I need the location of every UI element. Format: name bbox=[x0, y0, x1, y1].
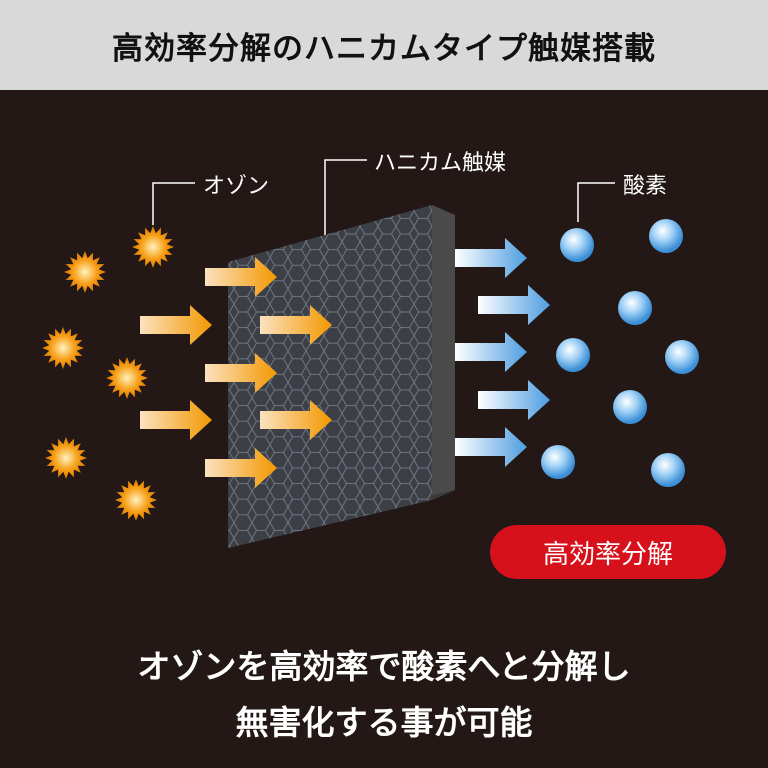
orange-arrow-icon bbox=[260, 305, 332, 345]
blue-arrow-icon bbox=[455, 427, 527, 467]
oxygen-molecule-icon bbox=[556, 338, 590, 372]
oxygen-molecule-icon bbox=[649, 219, 683, 253]
orange-arrow-icon bbox=[140, 400, 212, 440]
catalyst-label: ハニカム触媒 bbox=[374, 151, 507, 176]
oxygen-molecule-icon bbox=[665, 340, 699, 374]
ozone-leader-line bbox=[152, 182, 195, 225]
orange-arrow-icon bbox=[205, 353, 277, 393]
oxygen-label: 酸素 bbox=[623, 174, 668, 199]
badge-text: 高効率分解 bbox=[542, 539, 673, 570]
blue-arrow-icon bbox=[455, 332, 527, 372]
oxygen-molecule-icon bbox=[618, 291, 652, 325]
description-line-1: オゾンを高効率で酸素へと分解し bbox=[137, 647, 631, 686]
blue-arrow-icon bbox=[455, 238, 527, 278]
ozone-label: オゾン bbox=[203, 174, 270, 199]
ozone-particle-icon bbox=[42, 327, 84, 369]
orange-arrow-icon bbox=[205, 257, 277, 297]
blue-arrow-icon bbox=[478, 285, 550, 325]
orange-arrow-icon bbox=[260, 400, 332, 440]
high-efficiency-badge: 高効率分解 bbox=[490, 525, 726, 579]
ozone-particle-icon bbox=[64, 251, 106, 293]
oxygen-leader-line bbox=[577, 182, 615, 222]
description-line-2: 無害化する事が可能 bbox=[235, 703, 533, 742]
ozone-particle-icon bbox=[106, 357, 148, 399]
catalyst-leader-line bbox=[324, 159, 367, 235]
honeycomb-catalyst-panel bbox=[228, 205, 455, 548]
blue-arrow-icon bbox=[478, 380, 550, 420]
orange-arrow-icon bbox=[140, 305, 212, 345]
oxygen-molecule-icon bbox=[651, 453, 685, 487]
oxygen-molecule-icon bbox=[613, 390, 647, 424]
orange-arrow-icon bbox=[205, 448, 277, 488]
ozone-particle-icon bbox=[115, 479, 157, 521]
oxygen-molecule-icon bbox=[560, 228, 594, 262]
oxygen-molecule-icon bbox=[541, 445, 575, 479]
ozone-particle-icon bbox=[45, 437, 87, 479]
page-title: 高効率分解のハニカムタイプ触媒搭載 bbox=[112, 30, 656, 67]
title-banner: 高効率分解のハニカムタイプ触媒搭載 bbox=[0, 0, 768, 90]
ozone-particle-icon bbox=[132, 226, 174, 268]
decomposition-diagram bbox=[42, 159, 699, 548]
